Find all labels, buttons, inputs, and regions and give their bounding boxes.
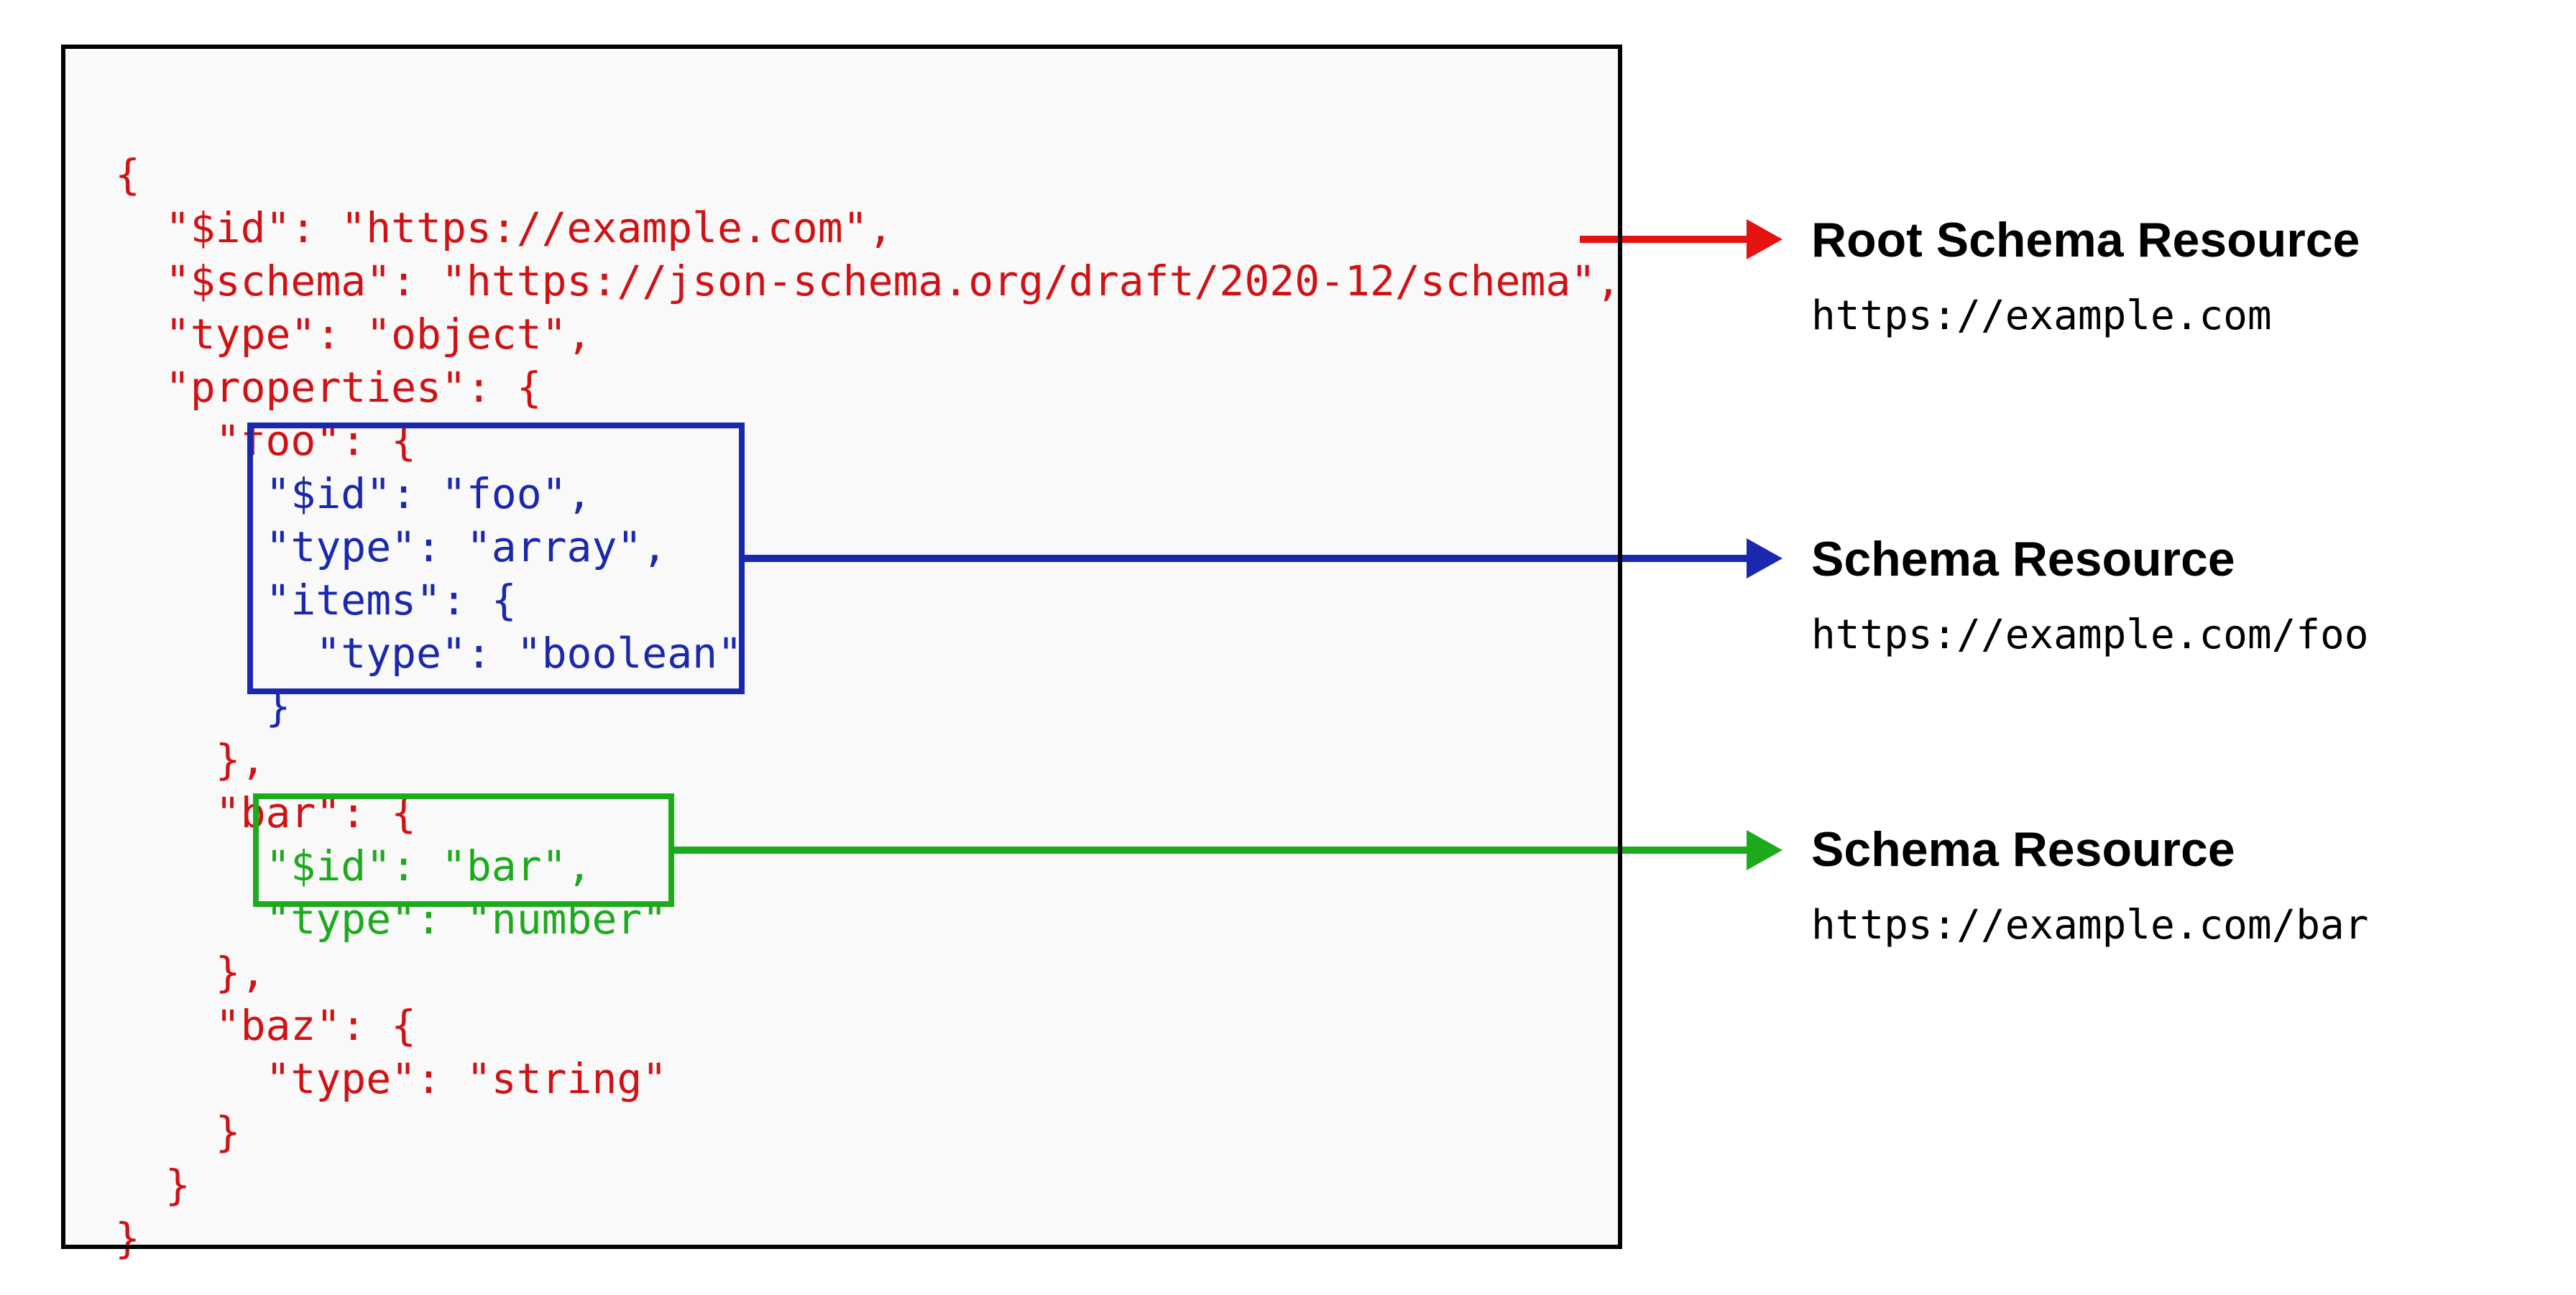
foo-schema-arrowhead-icon (1747, 538, 1782, 579)
json-schema-panel-background (61, 45, 1622, 1249)
code-line: } (115, 1161, 190, 1209)
foo-schema-resource-outline (247, 423, 745, 694)
code-line: }, (115, 735, 266, 784)
json-code: { "$id": "https://example.com", "$schema… (115, 148, 1621, 1265)
root-schema-arrowhead-icon (1747, 219, 1782, 259)
code-line: { (115, 150, 140, 199)
code-line: "$schema": "https://json-schema.org/draf… (115, 257, 1622, 305)
label-title: Schema Resource (1811, 822, 2235, 877)
code-line: } (115, 1214, 140, 1263)
code-line: "type": "object", (115, 310, 592, 359)
code-line: "type": "array", (115, 522, 668, 571)
bar-schema-arrow-shaft (674, 847, 1748, 854)
code-line: "properties": { (115, 363, 542, 412)
label-title: Schema Resource (1811, 532, 2235, 586)
label-url: https://example.com/foo (1811, 612, 2369, 658)
code-line: "$id": "foo", (115, 469, 592, 518)
bar-schema-resource-outline (253, 793, 674, 907)
label-title: Root Schema Resource (1811, 213, 2360, 267)
foo-schema-arrow-shaft (745, 555, 1748, 562)
label-url: https://example.com/bar (1811, 902, 2369, 949)
root-schema-arrow-shaft (1580, 236, 1748, 243)
code-line: "type": "string" (115, 1054, 668, 1103)
code-line: "items": { (115, 576, 517, 625)
code-line: } (115, 1107, 241, 1156)
root-schema-resource-label: Root Schema Resource https://example.com (1811, 216, 2360, 336)
foo-schema-resource-label: Schema Resource https://example.com/foo (1811, 535, 2368, 655)
code-line: "$id": "https://example.com", (115, 203, 893, 252)
code-line: "type": "boolean" (115, 629, 742, 678)
label-url: https://example.com (1811, 292, 2272, 339)
code-line: }, (115, 948, 266, 997)
bar-schema-arrowhead-icon (1747, 830, 1782, 870)
code-line: "baz": { (115, 1001, 417, 1050)
bar-schema-resource-label: Schema Resource https://example.com/bar (1811, 825, 2368, 946)
code-line: "$id": "bar", (115, 842, 592, 890)
